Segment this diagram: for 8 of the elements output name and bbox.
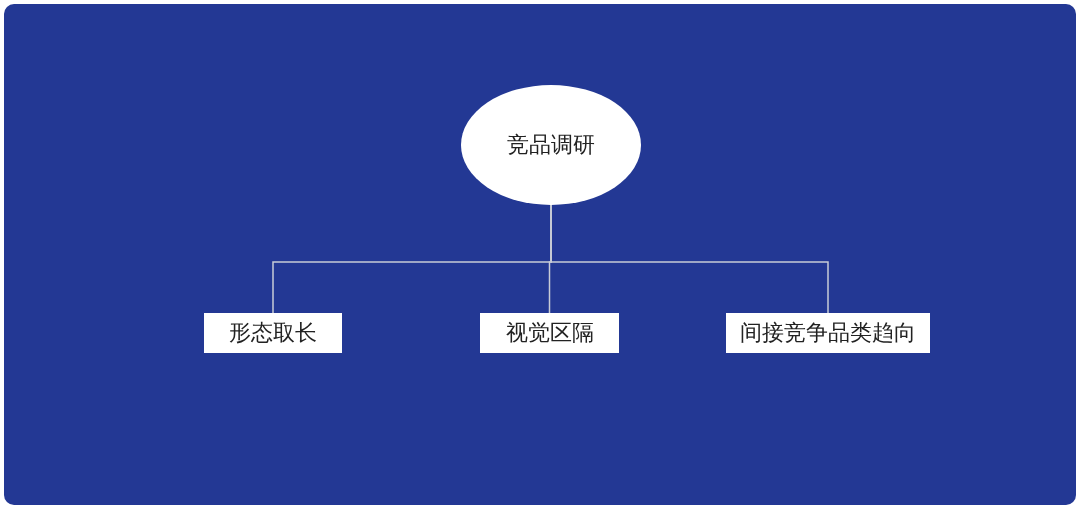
node-label: 间接竞争品类趋向 xyxy=(740,319,916,347)
process-box xyxy=(726,313,930,353)
process-box xyxy=(480,313,619,353)
node-label: 视觉区隔 xyxy=(505,319,594,347)
connector-line xyxy=(550,204,829,314)
process-box xyxy=(204,313,342,353)
node-label: 竞品调研 xyxy=(507,131,595,159)
node-label: 形态取长 xyxy=(229,319,317,347)
